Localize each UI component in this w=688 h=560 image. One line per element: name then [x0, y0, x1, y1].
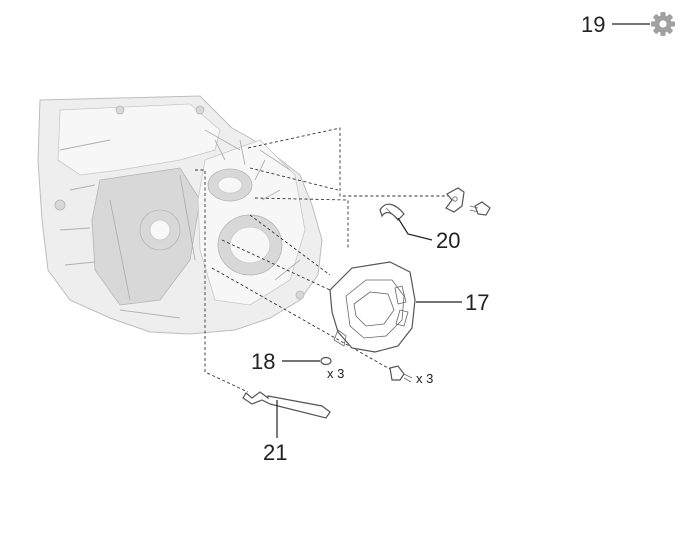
- gear-icon[interactable]: [651, 12, 675, 36]
- callout-20: 20: [436, 228, 460, 253]
- spring-clip-part: [379, 203, 405, 221]
- clip-and-bolt-part: [445, 187, 491, 216]
- bolt-part: [389, 365, 413, 383]
- callout-19: 19: [581, 12, 605, 37]
- deflector-ring-part: [329, 261, 416, 353]
- assembly-guide-lines: [195, 127, 448, 393]
- callout-18: 18: [251, 349, 275, 374]
- quantity-label-bolt: x 3: [416, 371, 433, 386]
- quantity-label-18: x 3: [327, 366, 344, 381]
- o-ring-part: [320, 356, 332, 366]
- linkage-rod-part: [242, 391, 331, 419]
- callout-leaders: [276, 23, 650, 438]
- callout-21: 21: [263, 440, 287, 465]
- gearbox-housing: [37, 95, 323, 335]
- callout-17: 17: [465, 290, 489, 315]
